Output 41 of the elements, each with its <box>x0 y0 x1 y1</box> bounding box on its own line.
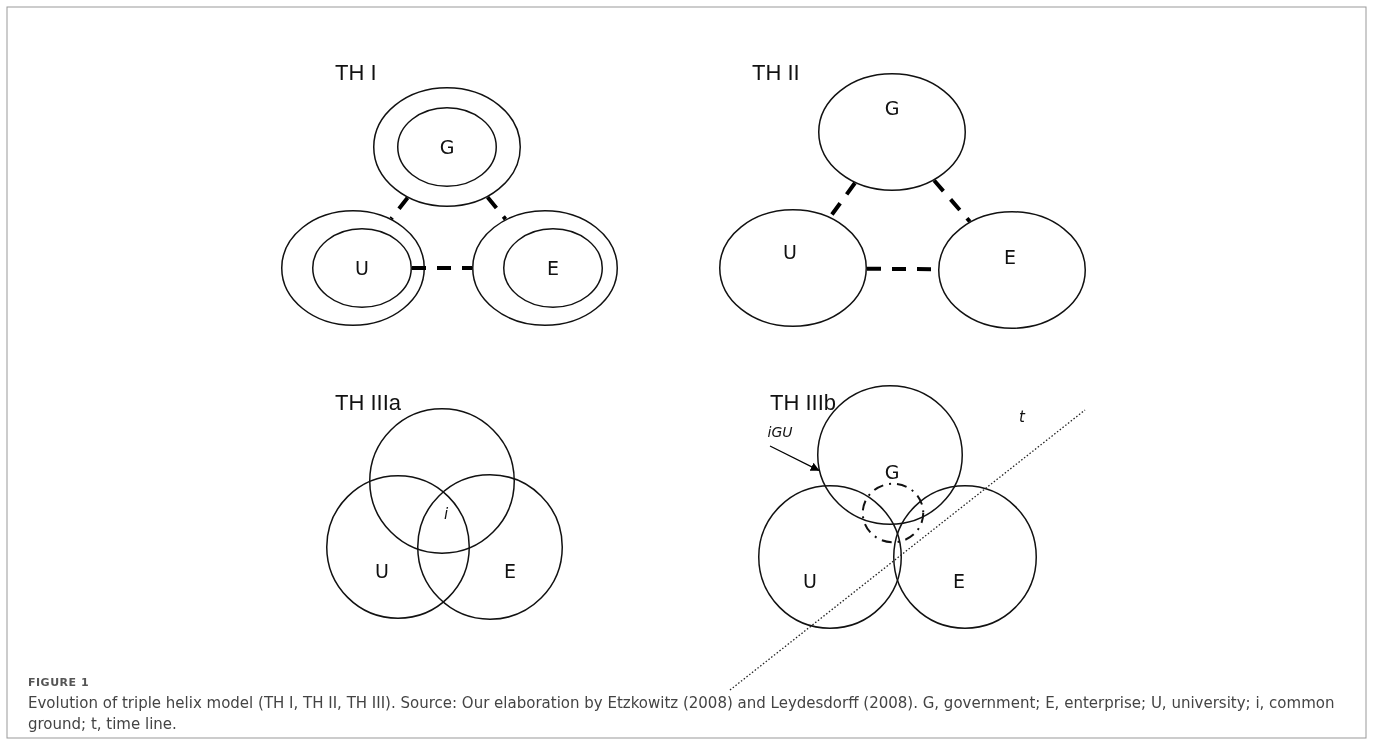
dashed-connector <box>828 181 857 219</box>
ellipse-node <box>312 228 412 308</box>
ellipse-node <box>503 228 603 308</box>
node-label: E <box>547 257 559 279</box>
circle-node <box>893 485 1037 629</box>
dashed-connector <box>486 195 508 221</box>
node-label: E <box>1004 246 1016 268</box>
dash-dot-circle <box>862 483 924 543</box>
dashed-connector <box>412 266 472 270</box>
circle-node <box>417 474 563 620</box>
panel-title: TH IIIb <box>770 390 836 416</box>
timeline-label: t <box>1019 408 1025 426</box>
figure-number: FIGURE 1 <box>28 676 90 689</box>
callout-text: iGU <box>758 418 802 446</box>
dashed-connector <box>389 196 410 221</box>
panel-title: TH IIIa <box>335 390 401 416</box>
node-label: G <box>884 461 900 483</box>
node-label: G <box>884 97 900 119</box>
ring-ellipse <box>472 210 618 326</box>
figure-caption: Evolution of triple helix model (TH I, TH II, TH III). Source: Our elaboration by Etzkowitz (2008) and Leydesdorff (2008). G, government; E, enterprise; U, university; i, common ground; t, time line. <box>28 693 1336 735</box>
circle-node <box>369 408 515 554</box>
ring-ellipse <box>281 210 425 326</box>
ellipse-node <box>818 73 966 191</box>
ellipse-node <box>397 107 497 187</box>
node-label: U <box>355 257 369 279</box>
ring-ellipse <box>373 87 521 207</box>
node-label: U <box>783 241 797 263</box>
node-label: U <box>375 560 389 582</box>
ellipse-node <box>938 211 1086 329</box>
dashed-connector <box>932 179 972 223</box>
connector <box>769 445 820 471</box>
node-label: E <box>504 560 516 582</box>
panel-title: TH I <box>335 60 377 86</box>
node-label: E <box>953 570 965 592</box>
region-label: i <box>444 505 449 523</box>
circle-node <box>326 475 470 619</box>
ellipse-node <box>719 209 867 327</box>
panel-title: TH II <box>752 60 800 86</box>
node-label: U <box>803 570 817 592</box>
circle-node <box>758 485 902 629</box>
node-label: G <box>439 136 455 158</box>
